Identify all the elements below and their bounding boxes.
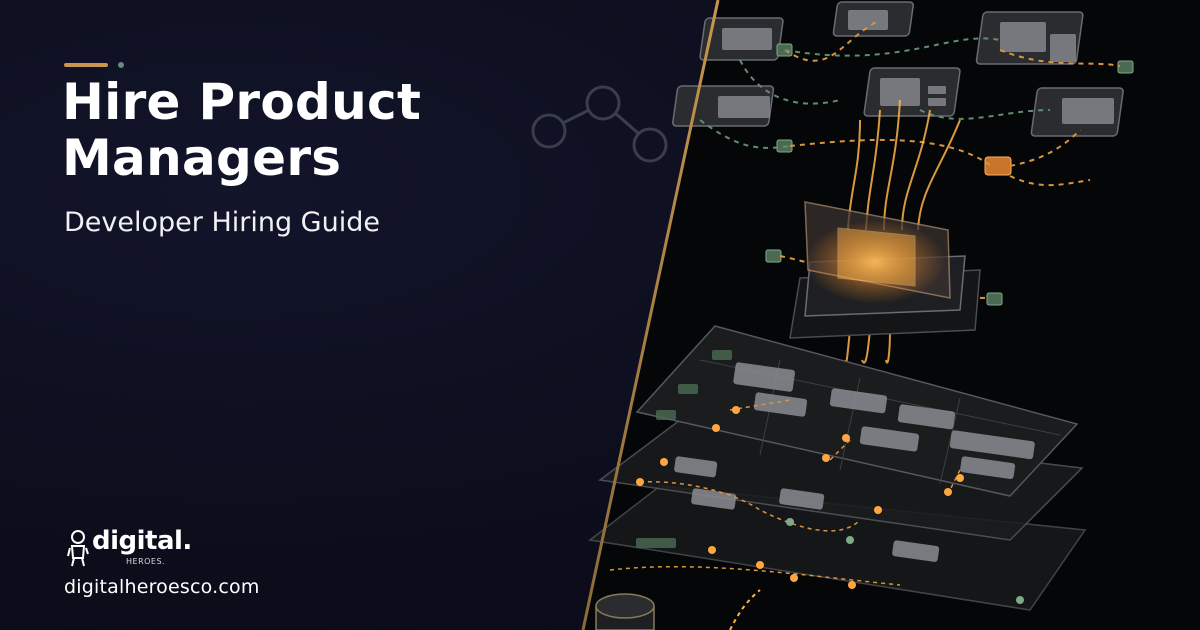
board-side-blocks	[636, 350, 732, 548]
diagonal-divider	[581, 0, 720, 630]
headline: Hire Product Managers	[62, 73, 422, 187]
orange-node	[984, 156, 1012, 176]
board-blocks	[674, 362, 1035, 562]
brand-logo: digital. HEROES.	[66, 526, 192, 574]
core-stack	[789, 201, 981, 339]
brand-sub: HEROES.	[126, 557, 166, 566]
website-url: digitalheroesco.com	[64, 576, 260, 598]
subtitle: Developer Hiring Guide	[64, 207, 380, 238]
database-icon	[595, 593, 655, 630]
board-paths	[609, 399, 961, 586]
network-nodes-icon	[531, 85, 668, 163]
title-accent-bar	[64, 63, 108, 67]
card-inner-blocks	[718, 10, 1114, 124]
board-dots	[636, 406, 964, 589]
title-accent-dot	[118, 62, 124, 68]
board-green-dots	[786, 518, 1024, 604]
hero-mascot-icon	[67, 530, 89, 567]
brand-name: digital.	[92, 526, 192, 556]
dashed-paths	[699, 19, 1121, 299]
